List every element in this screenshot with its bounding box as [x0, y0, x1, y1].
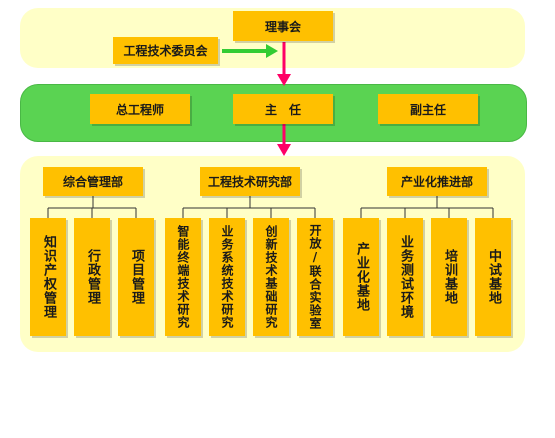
director-box: 主 任 — [233, 94, 333, 124]
unit-test-environment: 业务测试环境 — [387, 218, 423, 336]
deputy-director-box: 副主任 — [378, 94, 478, 124]
unit-pilot-base: 中试基地 — [475, 218, 511, 336]
unit-business-system-research: 业务系统技术研究 — [209, 218, 245, 336]
unit-training-base: 培训基地 — [431, 218, 467, 336]
committee-box: 工程技术委员会 — [113, 37, 218, 64]
unit-joint-lab: 开放/联合实验室 — [297, 218, 333, 336]
unit-smart-terminal-research: 智能终端技术研究 — [165, 218, 201, 336]
unit-administration: 行政管理 — [74, 218, 110, 336]
unit-innovation-research: 创新技术基础研究 — [253, 218, 289, 336]
arrow-down-icon — [277, 144, 291, 156]
dept-engineering-research: 工程技术研究部 — [200, 167, 300, 196]
chief-engineer-box: 总工程师 — [90, 94, 190, 124]
dept-general-management: 综合管理部 — [43, 167, 143, 196]
board-box: 理事会 — [233, 11, 333, 41]
unit-ip-management: 知识产权管理 — [30, 218, 66, 336]
dept-industrialization: 产业化推进部 — [387, 167, 487, 196]
unit-industrial-base: 产业化基地 — [343, 218, 379, 336]
unit-project-management: 项目管理 — [118, 218, 154, 336]
